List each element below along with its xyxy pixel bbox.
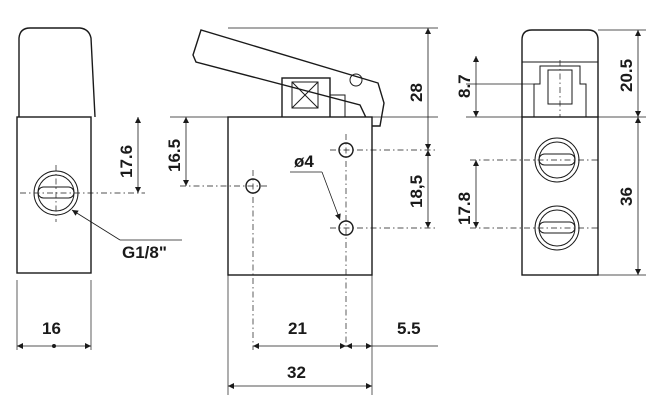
hole-diameter-label: ø4 [294, 152, 314, 171]
plunger-cross-b [291, 81, 319, 109]
port-bottom-slot [538, 221, 576, 234]
front-view-body [227, 116, 373, 276]
right-side-view: 8.7 17.8 20.5 36 [455, 29, 646, 276]
hole-diameter-leader-arrow [321, 171, 341, 221]
edge-offset-label: 5.5 [397, 319, 421, 338]
cap-height-label: 20.5 [617, 59, 636, 92]
left-view-body [16, 116, 92, 274]
body-width-label: 32 [287, 363, 306, 382]
hole-spacing-v-label: 18,5 [407, 175, 426, 208]
actuator-step [330, 94, 346, 118]
lever-height-label: 28 [407, 83, 426, 102]
hole-spacing-h-label: 21 [288, 319, 307, 338]
right-view-body [521, 116, 599, 276]
left-width-label: 16 [42, 319, 61, 338]
port-top-slot [538, 153, 576, 166]
right-view-cap [521, 29, 599, 117]
thread-leader [71, 209, 121, 241]
actuator-plunger [291, 81, 319, 109]
lever-pivot [349, 73, 363, 87]
front-view: ø4 16.5 28 18,5 21 5.5 32 [165, 27, 438, 395]
left-view-cap [18, 27, 96, 118]
left-width-center-dot [52, 344, 56, 348]
thread-label: G1/8" [122, 243, 167, 262]
mount-hole-height-label: 16.5 [165, 139, 184, 172]
left-port-height-label: 17.6 [117, 145, 136, 178]
left-side-view: G1/8" 16 17.6 [16, 27, 182, 350]
port-spacing-label: 17.8 [455, 192, 474, 225]
cap-height-small-label: 8.7 [455, 74, 474, 98]
body-height-label: 36 [617, 187, 636, 206]
